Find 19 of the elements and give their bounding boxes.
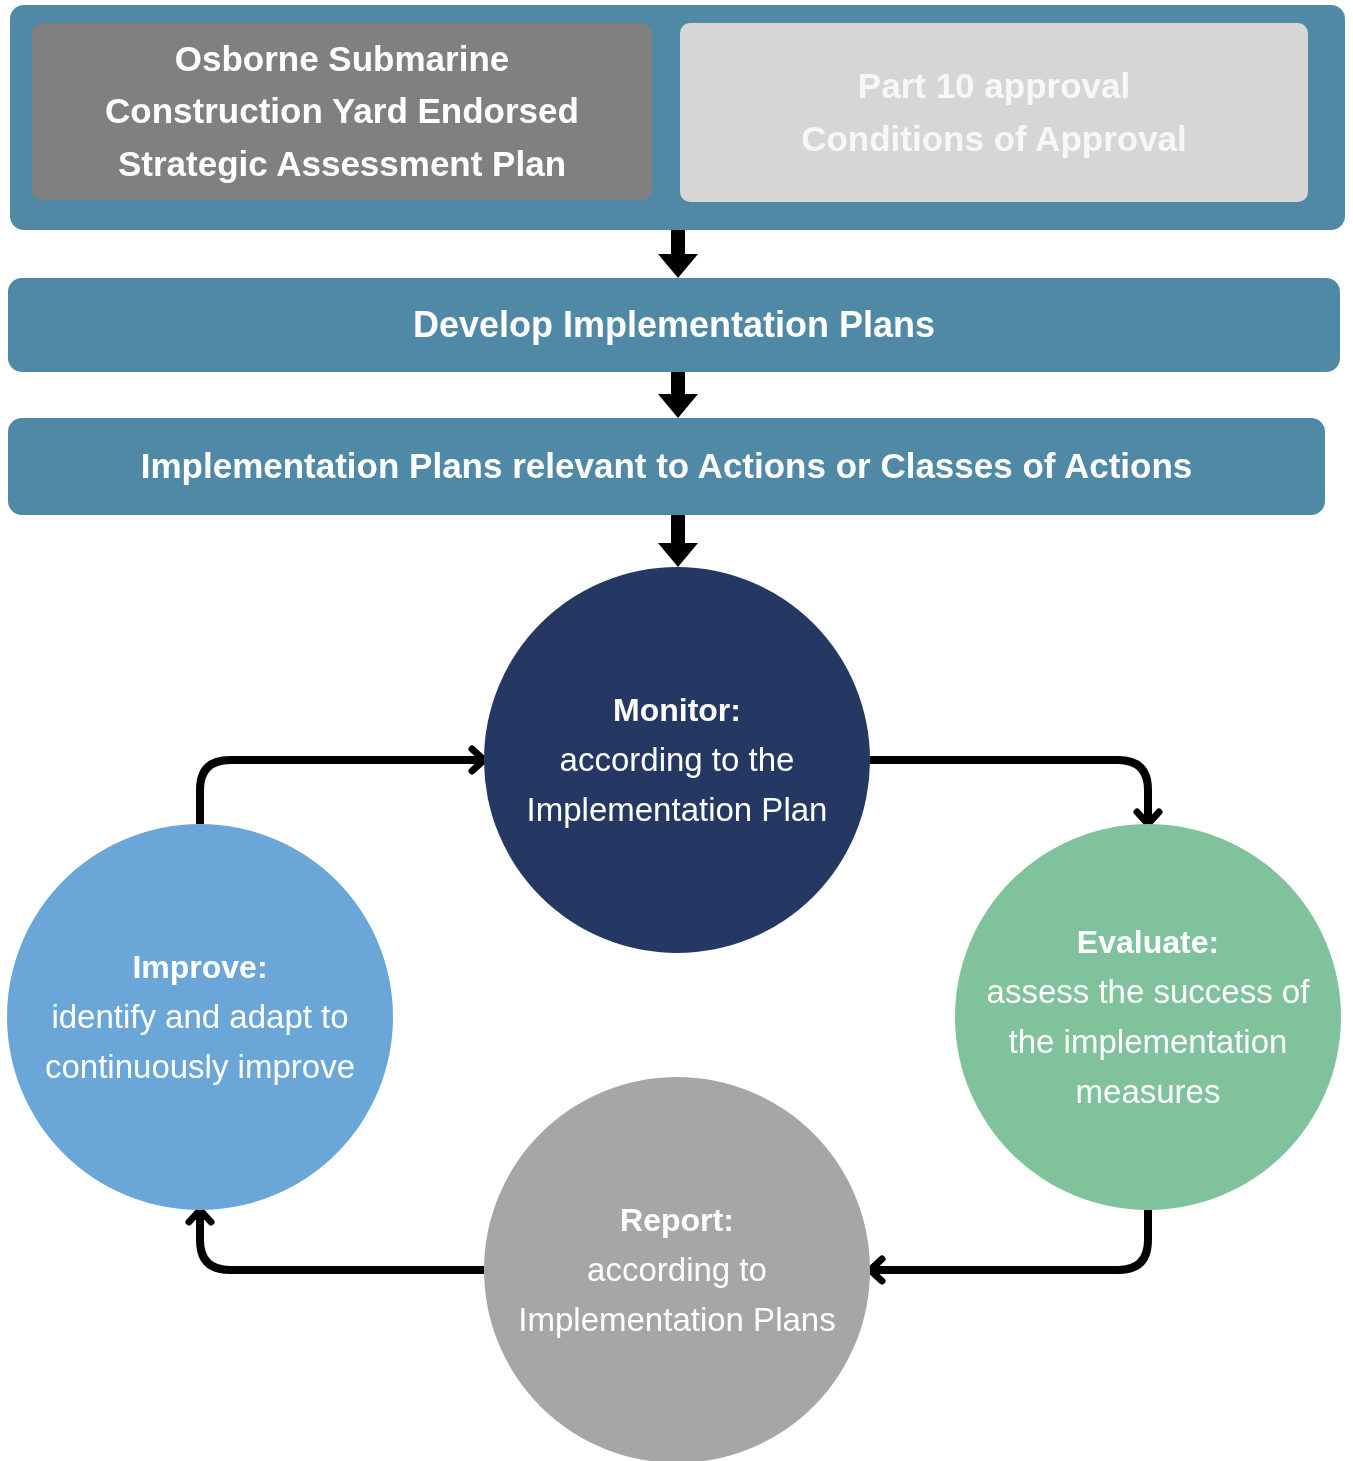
step-description: assess the success of the implementation measures bbox=[985, 972, 1311, 1112]
step-description: identify and adapt to continuously improve bbox=[44, 997, 356, 1087]
process-band bbox=[8, 418, 1325, 515]
header-panel bbox=[10, 5, 1345, 230]
source-document-box bbox=[32, 23, 652, 200]
arrow bbox=[658, 372, 698, 418]
approval-conditions-box bbox=[680, 23, 1308, 202]
arrow bbox=[658, 230, 698, 278]
step-heading: Improve: bbox=[132, 948, 268, 987]
step-heading: Evaluate: bbox=[1076, 923, 1220, 962]
step-heading: Monitor: bbox=[613, 691, 741, 730]
process-band bbox=[8, 278, 1340, 372]
step-description: according to the Implementation Plan bbox=[525, 740, 829, 830]
arrow bbox=[658, 515, 698, 567]
box-label: Develop Implementation Plans bbox=[412, 303, 936, 347]
box-label: Osborne Submarine Construction Yard Endorsed Strategic Assessment Plan bbox=[104, 37, 580, 185]
step-description: according to Implementation Plans bbox=[517, 1250, 837, 1340]
box-label: Implementation Plans relevant to Actions or Classes of Actions bbox=[140, 445, 1193, 488]
step-heading: Report: bbox=[620, 1201, 734, 1240]
